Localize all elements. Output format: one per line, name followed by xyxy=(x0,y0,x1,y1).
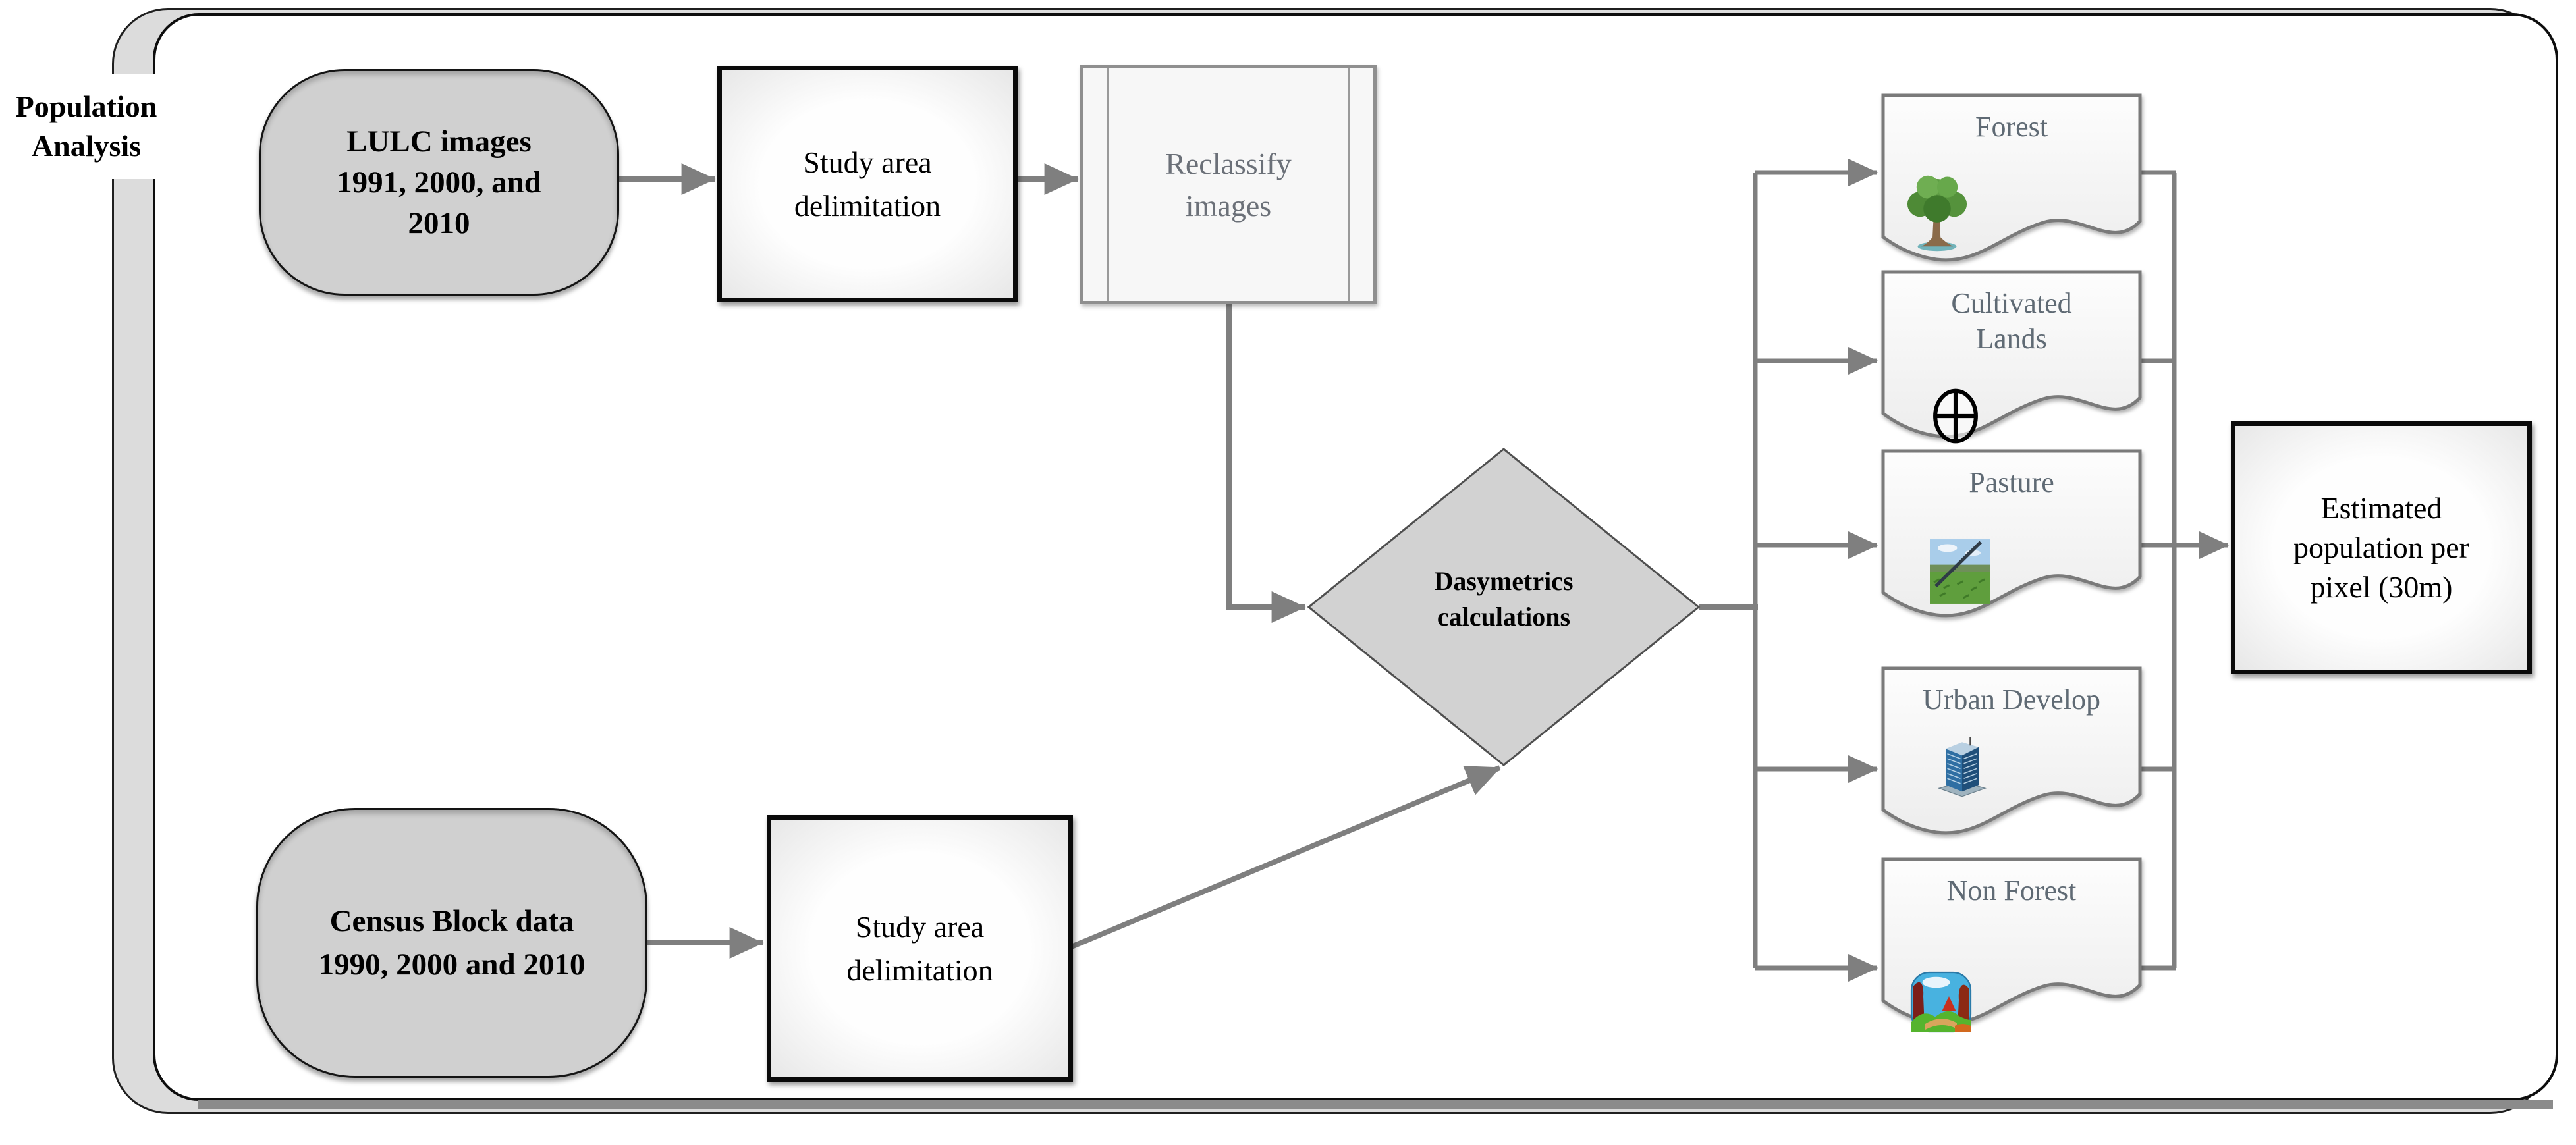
doc-urban-develop: Urban Develop xyxy=(1880,665,2143,835)
node-dasymetrics-line1: Dasymetrics xyxy=(1434,566,1574,596)
crossed-circle-icon xyxy=(1933,388,1978,444)
tree-icon xyxy=(1907,175,1967,252)
diagram-title: Population Analysis xyxy=(0,74,173,179)
node-estimated-line2: population per xyxy=(2293,531,2469,564)
node-census-block-data: Census Block data 1990, 2000 and 2010 xyxy=(256,808,647,1078)
decision-diamond-shape xyxy=(1307,448,1701,766)
pasture-photo-icon xyxy=(1930,539,1990,604)
doc-non-forest: Non Forest xyxy=(1880,856,2143,1033)
doc-forest-label: Forest xyxy=(1975,111,2048,143)
node-study2-line1: Study area xyxy=(855,909,985,944)
document-shape xyxy=(1881,666,2142,835)
node-study-area-1: Study area delimitation xyxy=(717,66,1018,302)
node-study-area-2: Study area delimitation xyxy=(767,815,1073,1082)
doc-nonforest-label: Non Forest xyxy=(1946,874,2077,907)
node-reclassify-line2: images xyxy=(1185,188,1272,223)
node-lulc-images: LULC images 1991, 2000, and 2010 xyxy=(259,69,619,296)
predefined-process-left-line xyxy=(1107,68,1109,301)
node-study1-line2: delimitation xyxy=(794,188,941,223)
node-reclassify-line1: Reclassify xyxy=(1165,146,1292,180)
doc-pasture: Pasture xyxy=(1880,448,2143,618)
frame-bottom-shadow-bar xyxy=(198,1100,2553,1109)
doc-cultivated-label: Cultivated Lands xyxy=(1880,286,2143,357)
connector-reclassify-to-diamond xyxy=(1226,298,1306,623)
node-estimated-population: Estimated population per pixel (30m) xyxy=(2231,421,2532,674)
doc-urban-label: Urban Develop xyxy=(1922,683,2100,716)
landscape-icon xyxy=(1910,971,1972,1033)
document-shape xyxy=(1881,93,2142,262)
connector-study2-to-diamond xyxy=(1064,765,1501,952)
diagram-title-line2: Analysis xyxy=(31,129,142,163)
node-lulc-line3: 2010 xyxy=(408,206,470,240)
doc-forest: Forest xyxy=(1880,92,2143,262)
node-reclassify-images: Reclassify images xyxy=(1080,65,1377,304)
doc-cultivated-lands: Cultivated Lands xyxy=(1880,269,2143,444)
node-lulc-line2: 1991, 2000, and xyxy=(337,165,541,200)
predefined-process-right-line xyxy=(1348,68,1350,301)
node-estimated-line1: Estimated xyxy=(2320,491,2442,525)
diagram-title-line1: Population xyxy=(15,90,157,123)
node-estimated-line3: pixel (30m) xyxy=(2310,570,2453,604)
building-icon xyxy=(1937,737,1987,797)
node-dasymetrics-line2: calculations xyxy=(1437,602,1571,631)
node-study1-line1: Study area xyxy=(803,145,932,179)
doc-pasture-label: Pasture xyxy=(1969,466,2054,498)
node-census-line2: 1990, 2000 and 2010 xyxy=(318,947,586,982)
node-census-line1: Census Block data xyxy=(329,904,574,938)
doc-cultivated-line1: Cultivated xyxy=(1951,287,2072,319)
node-lulc-line1: LULC images xyxy=(346,124,532,159)
node-dasymetrics: Dasymetrics calculations xyxy=(1372,564,1635,635)
node-study2-line2: delimitation xyxy=(846,953,993,987)
doc-cultivated-line2: Lands xyxy=(1976,323,2047,355)
